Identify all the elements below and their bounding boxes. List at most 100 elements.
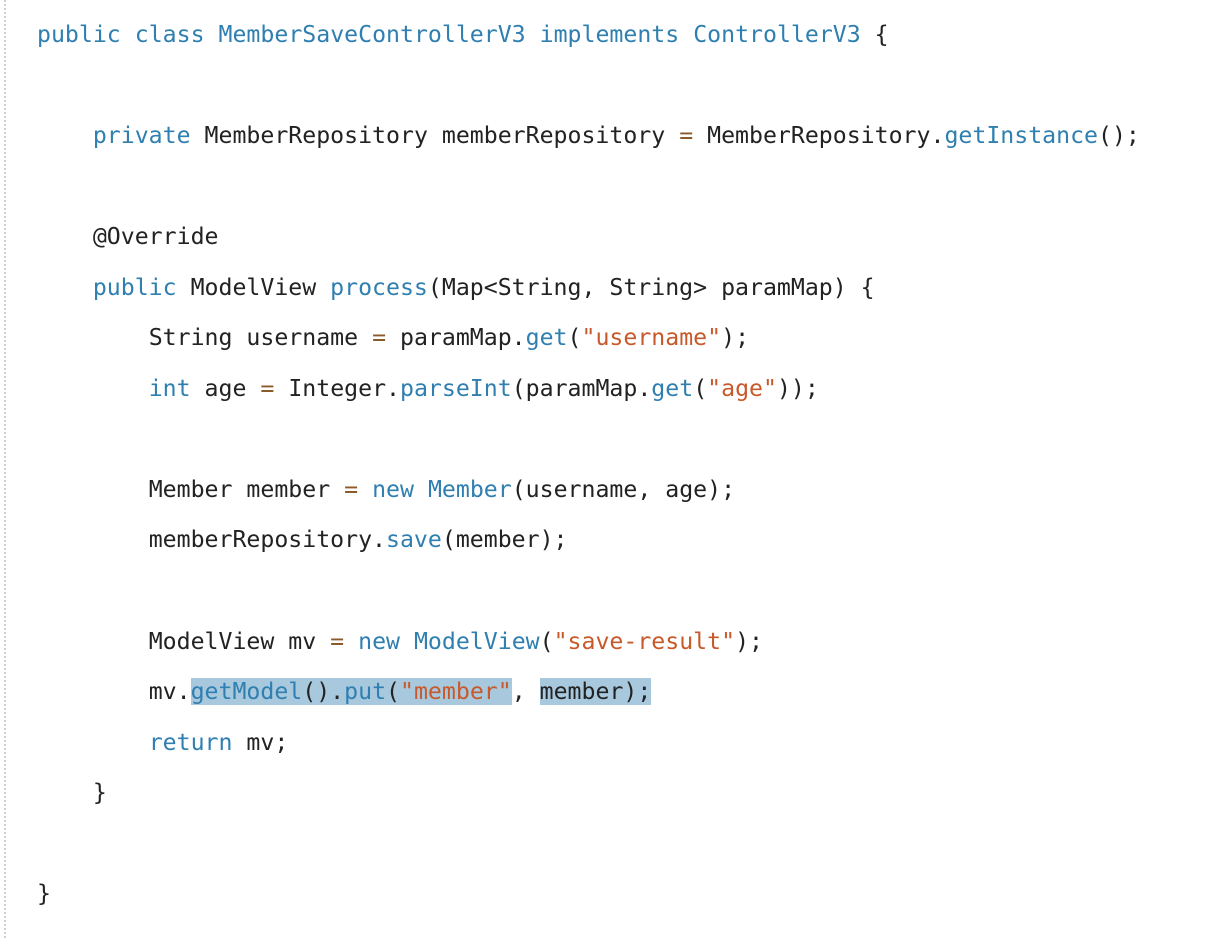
selected-code-token: ); xyxy=(623,678,652,706)
code-token: Member member xyxy=(148,475,345,503)
code-line-empty xyxy=(37,162,1140,213)
code-token: public xyxy=(92,273,177,301)
code-token: new xyxy=(358,627,400,655)
code-token: ); xyxy=(721,324,750,352)
code-indent xyxy=(37,628,149,655)
code-token: (username, age); xyxy=(511,475,736,503)
code-indent xyxy=(37,678,149,705)
code-token: "save-result" xyxy=(553,627,736,655)
code-line-empty xyxy=(37,61,1140,112)
code-token xyxy=(414,476,428,503)
code-line: String username = paramMap.get("username… xyxy=(37,313,1140,364)
code-line: ModelView mv = new ModelView("save-resul… xyxy=(37,617,1140,668)
code-token: , xyxy=(511,678,540,706)
code-line: } xyxy=(37,869,1140,920)
code-line: public ModelView process(Map<String, Str… xyxy=(37,263,1140,314)
selected-code-token: (). xyxy=(302,678,345,706)
code-token: = xyxy=(344,475,359,503)
code-line: return mv; xyxy=(37,718,1140,769)
code-token: new xyxy=(372,475,414,503)
code-token xyxy=(344,628,358,655)
code-indent xyxy=(37,729,149,756)
code-token: get xyxy=(525,324,568,352)
code-token: )); xyxy=(776,374,819,402)
code-indent xyxy=(37,274,93,301)
code-token: (member); xyxy=(441,526,568,554)
code-token: } xyxy=(92,779,107,807)
code-line: public class MemberSaveControllerV3 impl… xyxy=(37,10,1140,61)
code-token: age xyxy=(190,374,261,402)
code-token: Integer. xyxy=(274,374,400,402)
code-token: { xyxy=(860,21,889,48)
code-token: ( xyxy=(567,324,582,352)
code-token: mv; xyxy=(232,728,289,756)
code-token: MemberSaveControllerV3 xyxy=(218,21,526,48)
code-token: memberRepository. xyxy=(148,526,387,554)
code-token xyxy=(205,21,219,48)
code-token: get xyxy=(651,374,694,402)
code-token: (); xyxy=(1098,122,1140,150)
code-token: class xyxy=(134,21,205,48)
code-content[interactable]: public class MemberSaveControllerV3 impl… xyxy=(37,10,1140,920)
code-token: ( xyxy=(539,627,554,655)
code-token: = xyxy=(260,374,275,402)
code-indent xyxy=(37,779,93,806)
code-token: public xyxy=(37,21,121,48)
code-token: implements xyxy=(539,21,680,48)
code-token: (Map<String, String> paramMap) { xyxy=(427,273,875,301)
code-token: ModelView xyxy=(176,273,331,301)
code-line: Member member = new Member(username, age… xyxy=(37,465,1140,516)
code-indent xyxy=(37,122,93,149)
code-token: paramMap. xyxy=(386,324,526,352)
code-token: ); xyxy=(735,627,763,655)
code-token: = xyxy=(372,324,387,352)
code-token xyxy=(121,21,135,48)
code-token: parseInt xyxy=(400,374,512,402)
code-line: int age = Integer.parseInt(paramMap.get(… xyxy=(37,364,1140,415)
code-token: } xyxy=(37,880,51,908)
code-line-empty xyxy=(37,414,1140,465)
code-indent xyxy=(37,324,149,351)
code-token: process xyxy=(330,273,428,301)
code-token xyxy=(358,476,372,503)
code-token: ModelView xyxy=(413,627,540,655)
code-line-empty xyxy=(37,566,1140,617)
code-line: memberRepository.save(member); xyxy=(37,515,1140,566)
code-token: save xyxy=(386,526,442,554)
selected-code-token: put xyxy=(344,678,387,706)
code-token xyxy=(679,21,693,48)
code-token: "age" xyxy=(707,374,777,402)
code-line: mv.getModel().put("member", member); xyxy=(37,667,1140,718)
code-token: ModelView mv xyxy=(148,627,331,655)
code-line: @Override xyxy=(37,212,1140,263)
code-line: private MemberRepository memberRepositor… xyxy=(37,111,1140,162)
code-token: (paramMap. xyxy=(511,374,652,402)
code-token: ( xyxy=(693,374,708,402)
code-token xyxy=(400,628,414,655)
code-line-empty xyxy=(37,819,1140,870)
code-token: "username" xyxy=(581,324,722,352)
selected-code-token: member xyxy=(539,678,624,706)
code-line: } xyxy=(37,768,1140,819)
code-token: return xyxy=(148,728,233,756)
code-token: = xyxy=(330,627,345,655)
selected-code-token: ( xyxy=(386,678,401,706)
code-token: int xyxy=(148,374,191,402)
code-indent xyxy=(37,375,149,402)
code-indent xyxy=(37,476,149,503)
code-token: private xyxy=(92,122,191,150)
code-token: ControllerV3 xyxy=(693,21,861,48)
code-block: public class MemberSaveControllerV3 impl… xyxy=(4,0,1208,938)
code-indent xyxy=(37,526,149,553)
code-indent xyxy=(37,223,93,250)
selected-code-token: getModel xyxy=(190,678,303,706)
code-token: mv. xyxy=(148,678,191,706)
code-token: Member xyxy=(427,475,512,503)
code-token: getInstance xyxy=(944,122,1098,150)
code-token: String username xyxy=(148,324,373,352)
code-token: = xyxy=(679,122,694,150)
code-token: @Override xyxy=(92,223,219,251)
selected-code-token: "member" xyxy=(400,678,512,706)
code-token xyxy=(526,21,540,48)
code-token: MemberRepository. xyxy=(693,122,945,150)
